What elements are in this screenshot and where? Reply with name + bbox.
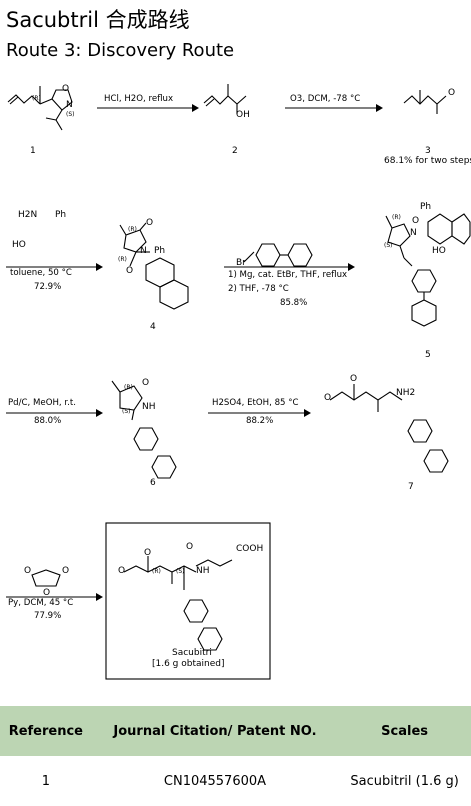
compound-label-7: 7 bbox=[408, 482, 414, 492]
page-title: Sacubtril 合成路线 bbox=[6, 8, 190, 32]
atom-o-prod2: O bbox=[118, 566, 126, 576]
compound-label-6: 6 bbox=[150, 478, 156, 488]
atom-oh-2: OH bbox=[236, 110, 250, 120]
atom-cooh: COOH bbox=[236, 544, 264, 554]
step-7-yield: 77.9% bbox=[34, 611, 62, 621]
step-3-yield: 72.9% bbox=[34, 282, 62, 292]
atom-o-4: O bbox=[146, 218, 154, 228]
atom-o-5: O bbox=[412, 216, 420, 226]
step-4-yield: 85.8% bbox=[280, 298, 308, 308]
cell-scale: Sacubitril (1.6 g) bbox=[350, 773, 459, 789]
atom-o-7b: O bbox=[350, 374, 358, 384]
reference-table: Reference Journal Citation/ Patent NO. S… bbox=[0, 706, 471, 806]
stereo-5a: (R) bbox=[392, 214, 401, 221]
atom-ph-reagent: Ph bbox=[55, 210, 67, 220]
stereo-pa: (R) bbox=[152, 568, 161, 575]
atom-o-4b: O bbox=[126, 266, 134, 276]
compound-7-structure bbox=[329, 384, 449, 473]
header-scales: Scales bbox=[338, 706, 471, 756]
product-name: Sacubitri bbox=[172, 648, 212, 658]
compound-2-structure bbox=[203, 84, 247, 114]
step-6-condition: H2SO4, EtOH, 85 °C bbox=[212, 398, 299, 408]
step-4-condition-2: 2) THF, -78 °C bbox=[228, 284, 289, 294]
atom-h2n: H2N bbox=[18, 210, 38, 220]
atom-nh-prod: NH bbox=[196, 566, 210, 576]
atom-o-1: O bbox=[62, 84, 70, 94]
compound-6-structure bbox=[111, 380, 177, 479]
stereo-1b: (S) bbox=[66, 111, 75, 118]
atom-o-7a: O bbox=[324, 393, 332, 403]
atom-ho-reagent: HO bbox=[12, 240, 26, 250]
step-4-condition-1: 1) Mg, cat. EtBr, THF, reflux bbox=[228, 270, 348, 280]
stereo-5b: (S) bbox=[384, 242, 393, 249]
stereo-1a: (R) bbox=[32, 95, 41, 102]
atom-o-anh2: O bbox=[43, 588, 51, 598]
compound-3-yield: 68.1% for two steps bbox=[384, 156, 471, 166]
atom-n-1: N bbox=[66, 100, 73, 110]
atom-o-anh1: O bbox=[24, 566, 32, 576]
atom-br: Br bbox=[236, 258, 246, 268]
compound-label-1: 1 bbox=[30, 146, 36, 156]
compound-label-5: 5 bbox=[425, 350, 431, 360]
compound-4-structure bbox=[119, 222, 189, 310]
compound-1-structure bbox=[7, 86, 73, 131]
stereo-4a: (R) bbox=[128, 226, 137, 233]
atom-o-6: O bbox=[142, 378, 150, 388]
step-2-condition: O3, DCM, -78 °C bbox=[290, 94, 361, 104]
step-3-condition: toluene, 50 °C bbox=[10, 268, 72, 278]
atom-ph-5: Ph bbox=[420, 202, 432, 212]
compound-label-3: 3 bbox=[425, 146, 431, 156]
atom-nh2-7: NH2 bbox=[396, 388, 416, 398]
stereo-6a: (R) bbox=[124, 384, 133, 391]
stereo-pb: (S) bbox=[176, 568, 185, 575]
table-row: 1 CN104557600A Sacubitril (1.6 g) bbox=[0, 756, 471, 806]
compound-5-structure bbox=[385, 213, 471, 327]
atom-o-prod1: O bbox=[186, 542, 194, 552]
atom-oh-5: HO bbox=[432, 246, 446, 256]
stereo-6b: (S) bbox=[122, 408, 131, 415]
atom-o-3: O bbox=[448, 88, 456, 98]
product-amount: [1.6 g obtained] bbox=[152, 659, 225, 669]
stereo-4b: (R) bbox=[118, 256, 127, 263]
step-7-condition: Py, DCM, 45 °C bbox=[8, 598, 74, 608]
header-reference: Reference bbox=[0, 706, 92, 756]
compound-label-2: 2 bbox=[232, 146, 238, 156]
step-1-condition: HCl, H2O, reflux bbox=[104, 94, 174, 104]
step-5-yield: 88.0% bbox=[34, 416, 62, 426]
atom-o-prod3: O bbox=[144, 548, 152, 558]
table-header-row: Reference Journal Citation/ Patent NO. S… bbox=[0, 706, 471, 756]
product-structure bbox=[123, 556, 233, 651]
reagent-anhydride-structure bbox=[31, 569, 61, 587]
header-citation: Journal Citation/ Patent NO. bbox=[91, 706, 339, 756]
reagent-biphenyl-structure bbox=[243, 243, 313, 267]
route-title: Route 3: Discovery Route bbox=[6, 40, 235, 61]
step-5-condition: Pd/C, MeOH, r.t. bbox=[8, 398, 76, 408]
cell-citation: CN104557600A bbox=[163, 773, 267, 789]
cell-reference: 1 bbox=[41, 773, 50, 789]
atom-o-anh3: O bbox=[62, 566, 70, 576]
atom-n-4: N bbox=[140, 246, 147, 256]
atom-nh-6: NH bbox=[142, 402, 156, 412]
compound-3-structure bbox=[403, 90, 447, 114]
synthesis-scheme bbox=[6, 84, 471, 680]
compound-label-4: 4 bbox=[150, 322, 156, 332]
atom-n-5: N bbox=[410, 228, 417, 238]
atom-ph-4: Ph bbox=[154, 246, 166, 256]
step-6-yield: 88.2% bbox=[246, 416, 274, 426]
